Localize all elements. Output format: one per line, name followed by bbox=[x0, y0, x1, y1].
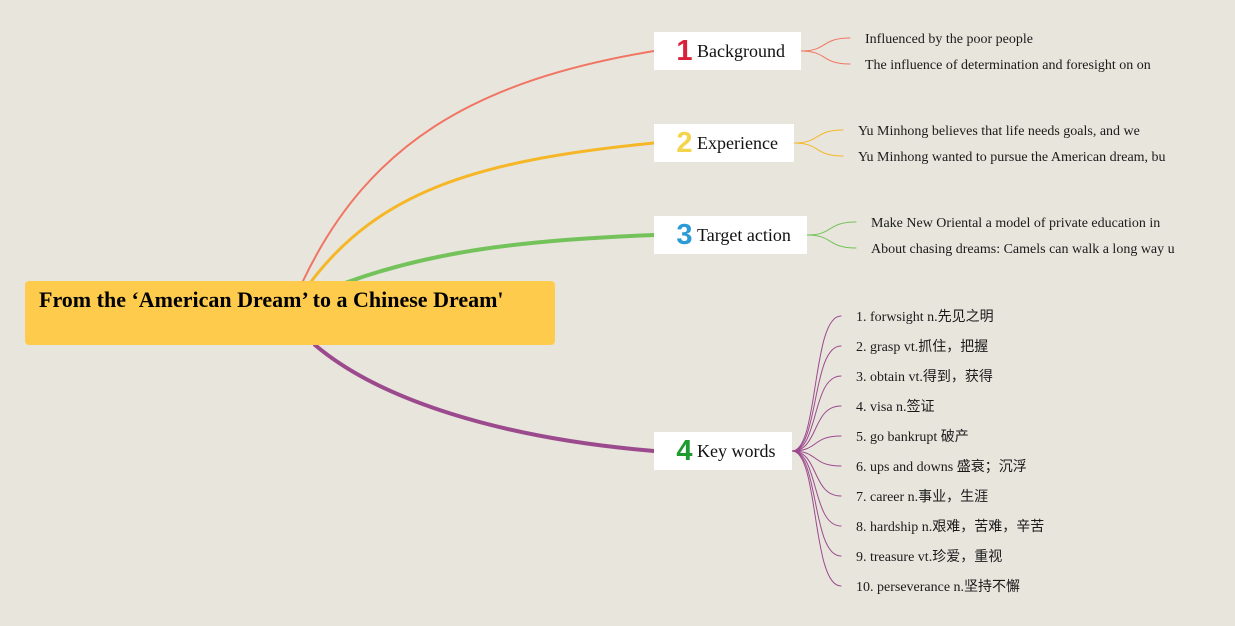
branch-label: Key words bbox=[697, 440, 776, 461]
keyword-item[interactable]: 4. visa n.签证 bbox=[856, 400, 935, 415]
branch-experience[interactable]: 2 Experience bbox=[654, 124, 794, 162]
connector-leaf-key-words bbox=[791, 450, 842, 497]
connector-leaf-experience bbox=[793, 129, 844, 144]
connector-leaf-key-words bbox=[791, 315, 842, 452]
branch-key-words[interactable]: 4 Key words bbox=[654, 432, 792, 470]
central-topic[interactable]: From the ‘American Dream’ to a Chinese D… bbox=[25, 281, 555, 345]
branch-label: Background bbox=[697, 40, 785, 61]
keyword-item[interactable]: 1. forwsight n.先见之明 bbox=[856, 310, 994, 325]
connector-leaf-key-words bbox=[791, 405, 842, 452]
branch-background[interactable]: 1 Background bbox=[654, 32, 801, 70]
connector-leaf-key-words bbox=[791, 450, 842, 557]
connector-leaf-key-words bbox=[791, 450, 842, 527]
leaf-item[interactable]: Influenced by the poor people bbox=[865, 32, 1033, 47]
connector-leaf-key-words bbox=[791, 435, 842, 452]
connector-leaf-key-words bbox=[791, 375, 842, 452]
connector-leaf-background bbox=[800, 37, 851, 52]
leaf-item[interactable]: Yu Minhong believes that life needs goal… bbox=[858, 124, 1140, 139]
keyword-item[interactable]: 3. obtain vt.得到，获得 bbox=[856, 370, 993, 385]
number-1-icon: 1 bbox=[676, 35, 693, 67]
branch-label: Experience bbox=[697, 132, 778, 153]
keyword-item[interactable]: 7. career n.事业，生涯 bbox=[856, 490, 989, 505]
connector-main-key-words bbox=[313, 343, 656, 453]
leaf-item[interactable]: Make New Oriental a model of private edu… bbox=[871, 216, 1161, 231]
connector-leaf-target-action bbox=[806, 234, 857, 249]
connector-main-background bbox=[302, 50, 655, 282]
keyword-item[interactable]: 9. treasure vt.珍爱，重视 bbox=[856, 550, 1003, 565]
connector-leaf-experience bbox=[793, 142, 844, 157]
leaf-item[interactable]: About chasing dreams: Camels can walk a … bbox=[871, 242, 1175, 257]
number-3-icon: 3 bbox=[676, 219, 693, 251]
branch-label: Target action bbox=[697, 224, 791, 245]
number-2-icon: 2 bbox=[676, 127, 693, 159]
keyword-item[interactable]: 10. perseverance n.坚持不懈 bbox=[856, 580, 1021, 595]
central-topic-title: From the ‘American Dream’ to a Chinese D… bbox=[39, 287, 504, 312]
connector-main-experience bbox=[308, 141, 656, 285]
connector-leaf-background bbox=[800, 50, 851, 65]
connector-main-target-action bbox=[343, 233, 656, 285]
connector-leaf-key-words bbox=[791, 450, 842, 467]
branch-target-action[interactable]: 3 Target action bbox=[654, 216, 807, 254]
leaf-item[interactable]: Yu Minhong wanted to pursue the American… bbox=[858, 150, 1166, 165]
number-4-icon: 4 bbox=[676, 435, 693, 467]
connector-leaf-key-words bbox=[791, 450, 842, 587]
connector-leaf-key-words bbox=[791, 345, 842, 452]
connector-leaf-target-action bbox=[806, 221, 857, 236]
keyword-item[interactable]: 2. grasp vt.抓住，把握 bbox=[856, 340, 989, 355]
leaf-item[interactable]: The influence of determination and fores… bbox=[865, 58, 1151, 73]
keyword-item[interactable]: 5. go bankrupt 破产 bbox=[856, 430, 969, 445]
keyword-item[interactable]: 8. hardship n.艰难，苦难，辛苦 bbox=[856, 520, 1045, 535]
keyword-item[interactable]: 6. ups and downs 盛衰；沉浮 bbox=[856, 460, 1027, 475]
